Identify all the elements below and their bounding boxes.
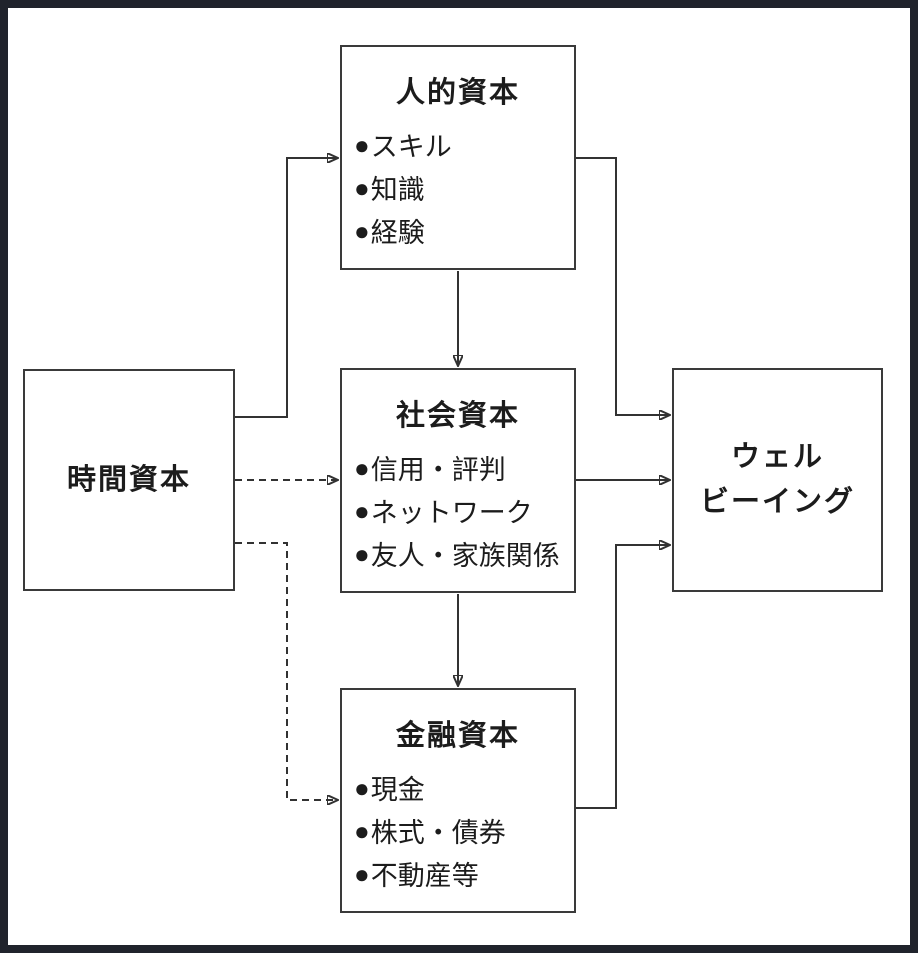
box-wellbeing: ウェル ビーイング: [672, 368, 883, 592]
box-human-capital: 人的資本 ● スキル ● 知識 ● 経験: [340, 45, 576, 270]
bullet-icon: ●: [354, 172, 370, 203]
item-text: 現金: [370, 775, 425, 805]
time-capital-title: 時間資本: [66, 463, 191, 496]
edge-financial-to-wellbeing: [576, 545, 669, 809]
item-text: ネットワーク: [370, 498, 533, 528]
bullet-icon: ●: [354, 858, 370, 889]
list-item: ● 現金: [354, 766, 570, 809]
financial-capital-items: ● 現金 ● 株式・債券 ● 不動産等: [342, 766, 574, 895]
bullet-icon: ●: [354, 538, 370, 569]
item-text: 信用・評判: [370, 455, 506, 485]
human-capital-items: ● スキル ● 知識 ● 経験: [342, 123, 574, 252]
bullet-icon: ●: [354, 772, 370, 803]
financial-capital-title: 金融資本: [395, 720, 520, 752]
bullet-icon: ●: [354, 129, 370, 160]
box-social-capital: 社会資本 ● 信用・評判 ● ネットワーク ● 友人・家族関係: [340, 368, 576, 593]
social-capital-title: 社会資本: [395, 400, 520, 432]
edge-human-to-wellbeing: [576, 157, 669, 415]
list-item: ● 信用・評判: [354, 446, 570, 489]
wellbeing-title: ウェル ビーイング: [699, 441, 855, 518]
list-item: ● 知識: [354, 166, 570, 209]
list-item: ● スキル: [354, 123, 570, 166]
item-text: 株式・債券: [370, 818, 506, 848]
item-text: 経験: [370, 218, 425, 248]
bullet-icon: ●: [354, 495, 370, 526]
bullet-icon: ●: [354, 452, 370, 483]
box-financial-capital: 金融資本 ● 現金 ● 株式・債券 ● 不動産等: [340, 688, 576, 913]
list-item: ● 友人・家族関係: [354, 532, 570, 575]
bullet-icon: ●: [354, 215, 370, 246]
list-item: ● 経験: [354, 209, 570, 252]
item-text: 知識: [370, 175, 425, 205]
list-item: ● 不動産等: [354, 852, 570, 895]
list-item: ● ネットワーク: [354, 489, 570, 532]
social-capital-items: ● 信用・評判 ● ネットワーク ● 友人・家族関係: [342, 446, 574, 575]
edge-time-to-financial: [235, 542, 337, 800]
item-text: 不動産等: [370, 861, 479, 891]
item-text: スキル: [370, 132, 452, 162]
list-item: ● 株式・債券: [354, 809, 570, 852]
box-time-capital: 時間資本: [23, 369, 235, 591]
bullet-icon: ●: [354, 815, 370, 846]
human-capital-title: 人的資本: [395, 77, 520, 109]
item-text: 友人・家族関係: [370, 541, 560, 571]
edge-time-to-human: [235, 158, 337, 418]
